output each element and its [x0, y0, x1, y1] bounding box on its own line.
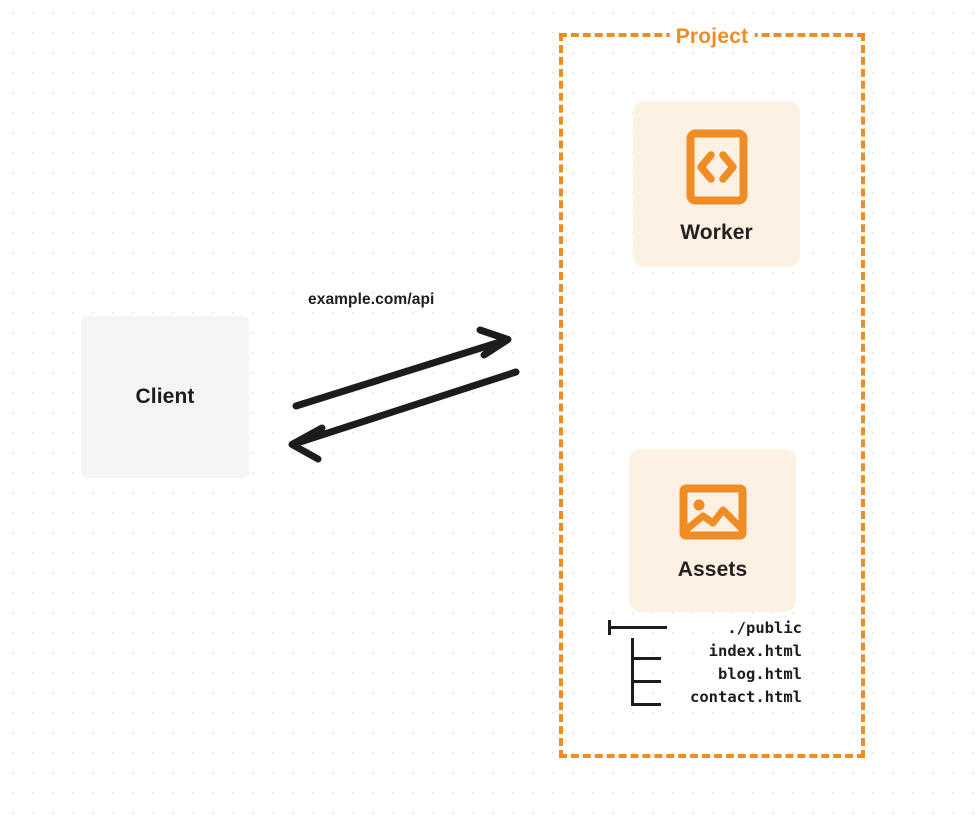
node-client[interactable]: Client: [81, 316, 249, 478]
file-tree: ./public index.html blog.html contact.ht…: [600, 617, 802, 709]
image-icon: [679, 484, 747, 540]
node-client-label: Client: [135, 385, 195, 408]
tree-branch-icon: [631, 661, 634, 686]
response-arrow: [288, 368, 520, 463]
file-tree-row-item: contact.html: [600, 684, 802, 709]
tree-branch-icon: [631, 657, 661, 660]
file-tree-item-label: blog.html: [718, 665, 802, 683]
edge-label-endpoint: example.com/api: [308, 291, 435, 308]
node-assets[interactable]: Assets: [629, 449, 796, 612]
node-worker[interactable]: Worker: [633, 101, 800, 267]
tree-branch-icon: [608, 626, 667, 629]
tree-branch-icon: [631, 703, 661, 706]
file-tree-row-root: ./public: [600, 617, 802, 640]
file-tree-item-label: contact.html: [690, 688, 802, 706]
code-brackets-icon: [686, 129, 748, 205]
file-tree-row-item: blog.html: [600, 661, 802, 686]
tree-branch-icon: [631, 680, 661, 683]
project-container-label: Project: [669, 26, 755, 48]
file-tree-row-item: index.html: [600, 638, 802, 663]
tree-branch-icon: [631, 638, 634, 663]
file-tree-root-label: ./public: [727, 619, 802, 637]
tree-branch-icon: [631, 684, 634, 706]
request-arrow: [292, 326, 512, 410]
file-tree-item-label: index.html: [708, 642, 802, 660]
node-assets-label: Assets: [677, 557, 748, 581]
project-container: Project: [559, 26, 865, 758]
node-worker-label: Worker: [680, 221, 753, 244]
